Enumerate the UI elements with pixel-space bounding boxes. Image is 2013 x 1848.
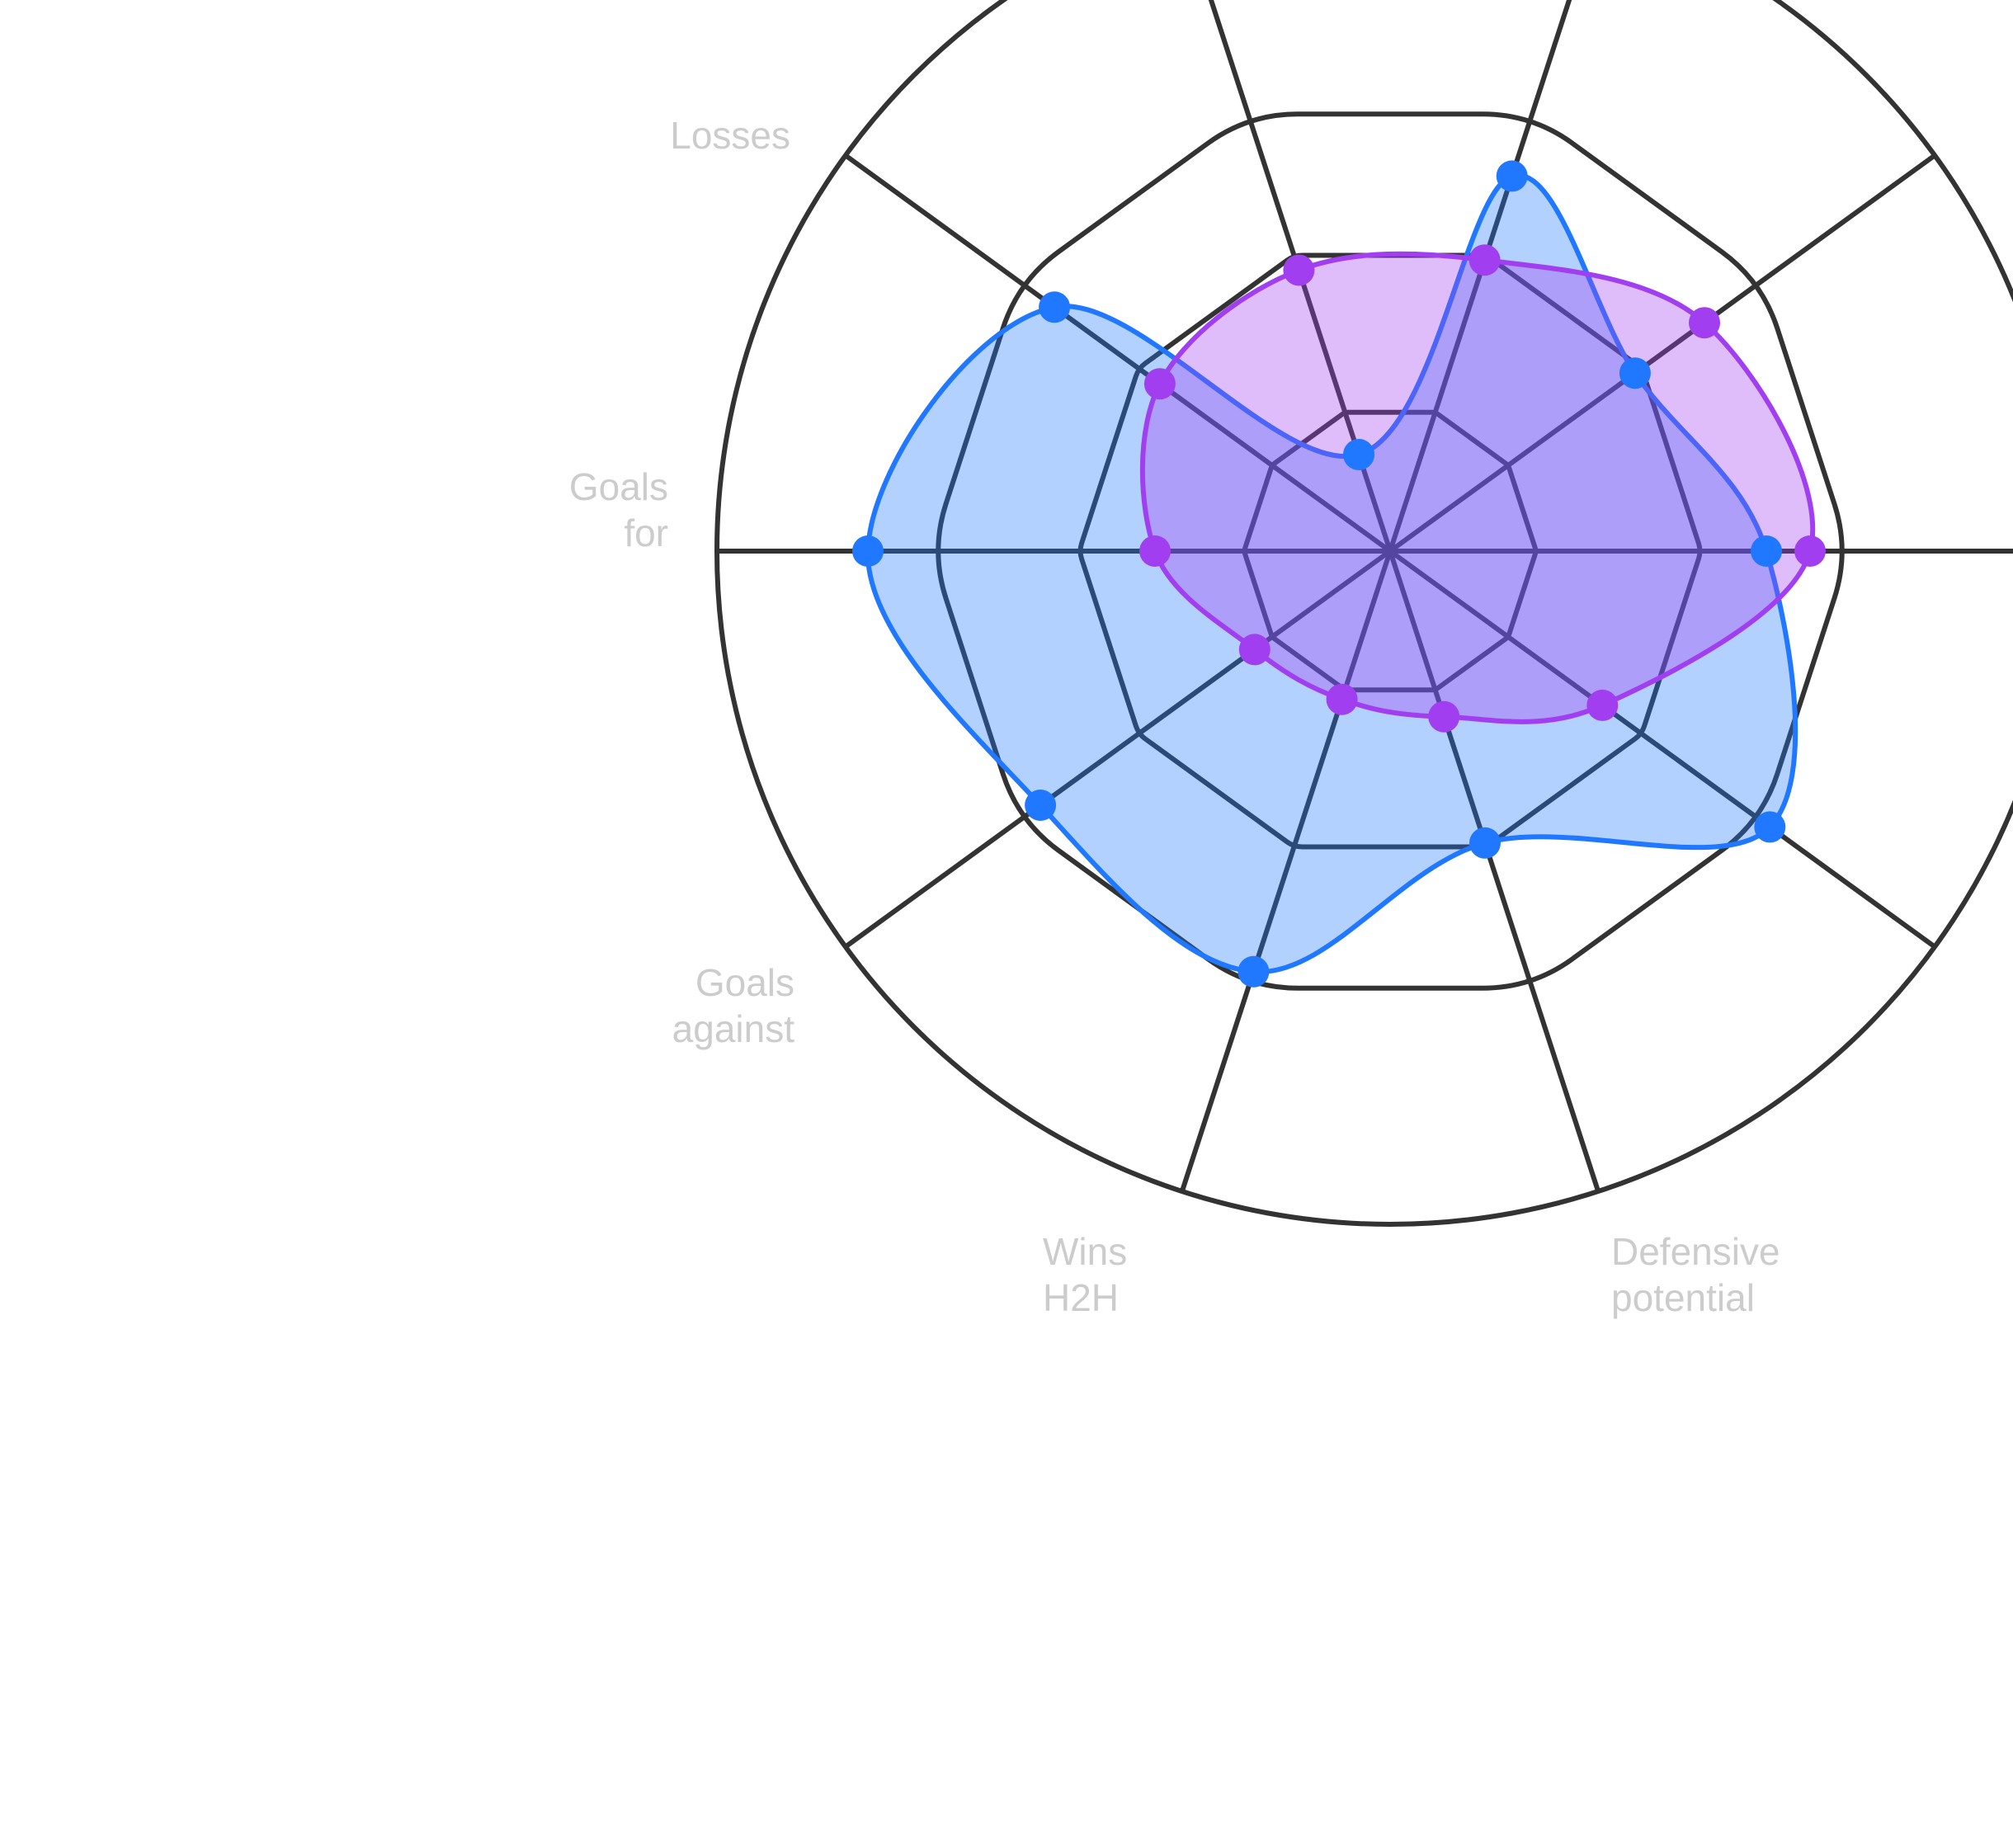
axis-label-wins-h2h-line1: Wins: [1043, 1230, 1128, 1273]
axis-label-defensive-potential-line2: potential: [1611, 1276, 1755, 1319]
grid-spoke-1: [1388, 153, 1936, 554]
grid-spoke-8: [1388, 550, 1601, 1192]
radar-grid: [714, 0, 2013, 1227]
data-point-blue-9: [1754, 811, 1786, 843]
axis-label-goals-for-line2: for: [624, 512, 668, 554]
data-point-blue-2: [1496, 160, 1528, 192]
radar-points: [852, 160, 1826, 988]
data-point-purple-5: [1139, 535, 1171, 567]
data-point-purple-1: [1689, 307, 1720, 339]
data-point-purple-9: [1586, 689, 1619, 721]
data-point-purple-3: [1283, 254, 1315, 286]
grid-spoke-9: [1388, 549, 1936, 950]
axis-label-wins-h2h-line2: H2H: [1043, 1276, 1120, 1319]
axis-label-defensive-potential: Defensive potential: [1611, 1228, 1780, 1321]
axis-label-goals-against: Goals against: [578, 959, 794, 1052]
grid-spoke-2: [1388, 0, 1572, 552]
data-point-purple-7: [1326, 683, 1358, 715]
data-point-blue-0: [1751, 535, 1782, 567]
data-point-purple-6: [1238, 634, 1270, 666]
data-point-blue-6: [1025, 790, 1057, 821]
data-point-blue-4: [1039, 291, 1071, 323]
grid-ring-3: [936, 111, 1845, 991]
axis-label-losses: Losses: [578, 112, 790, 158]
data-point-blue-3: [1343, 439, 1374, 470]
axis-label-goals-for: Goals for: [462, 464, 668, 556]
data-point-blue-1: [1619, 357, 1651, 389]
grid-spoke-4: [844, 153, 1392, 554]
data-point-purple-0: [1794, 535, 1826, 567]
data-point-blue-5: [852, 535, 884, 567]
axis-label-goals-against-line2: against: [672, 1007, 794, 1050]
data-point-purple-4: [1143, 368, 1176, 400]
axis-label-wins-h2h: Wins H2H: [1043, 1228, 1127, 1321]
axis-label-goals-against-line1: Goals: [695, 961, 794, 1004]
data-point-purple-2: [1468, 244, 1501, 276]
axis-label-defensive-potential-line1: Defensive: [1611, 1230, 1780, 1273]
grid-spoke-7: [1179, 550, 1393, 1192]
axis-label-goals-for-line1: Goals: [568, 465, 668, 508]
grid-spoke-6: [844, 549, 1392, 950]
data-point-purple-8: [1428, 700, 1460, 733]
data-point-blue-7: [1238, 955, 1270, 988]
radar-series: [865, 172, 1816, 974]
data-point-blue-8: [1469, 827, 1501, 859]
axis-label-losses-line1: Losses: [670, 114, 790, 157]
